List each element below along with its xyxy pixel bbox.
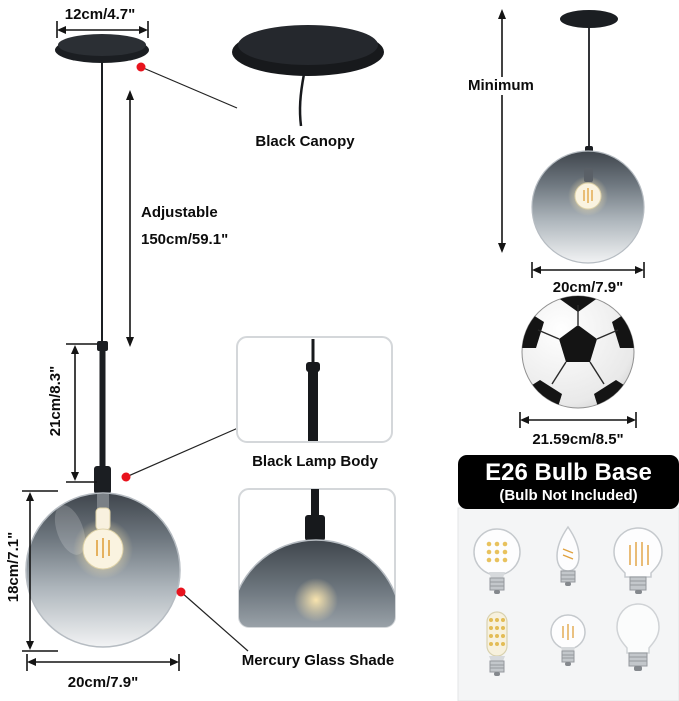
pendant-lamp-illustration: [25, 34, 181, 648]
minimum-pendant-illustration: [531, 10, 645, 264]
frosted-led-bulb-icon: [616, 603, 660, 671]
edison-filament-bulb-icon: [613, 527, 663, 594]
black-canopy-callout-label: Black Canopy: [255, 133, 355, 150]
canopy-callout-dot: [136, 62, 146, 72]
bulb-not-included-subtitle: (Bulb Not Included): [499, 487, 638, 504]
lamp-body-closeup: [236, 336, 393, 443]
lamp-body-callout-dot: [121, 472, 131, 482]
shade-height-label: 18cm/7.1": [5, 531, 22, 603]
shade-height-dimension-arrow: [22, 490, 58, 652]
shade-width-dimension-arrow: [26, 654, 180, 671]
bulb-panel: [457, 455, 679, 701]
e26-bulb-base-title: E26 Bulb Base: [485, 459, 652, 486]
mercury-glass-shade-callout-label: Mercury Glass Shade: [241, 652, 395, 669]
minimum-height-dimension-arrow: [498, 9, 506, 253]
canopy-width-label: 12cm/4.7": [64, 6, 136, 23]
globe-led-bulb-icon: [473, 528, 521, 594]
lamp-body-height-dimension-arrow: [66, 343, 97, 483]
candelabra-filament-bulb-icon: [556, 525, 580, 586]
inner-bulb: [73, 494, 133, 579]
shade-closeup: [238, 488, 396, 628]
adjustable-height-dimension-arrow: [126, 90, 134, 347]
e26-title-box: [458, 455, 679, 509]
shade-width-label: 20cm/7.9": [67, 674, 139, 691]
adjustable-label: Adjustable: [141, 204, 218, 221]
callout-leaders: [125, 66, 249, 652]
black-lamp-body-callout-label: Black Lamp Body: [252, 453, 378, 470]
mini-globe-filament-bulb-icon: [550, 614, 586, 666]
shade-callout-dot: [176, 587, 186, 597]
adjustable-value-label: 150cm/59.1": [141, 231, 229, 248]
minimum-shade-width-dimension-arrow: [531, 262, 645, 278]
ball-diameter-dimension-arrow: [519, 412, 637, 428]
lamp-body-height-label: 21cm/8.3": [47, 365, 64, 437]
minimum-shade-width-label: 20cm/7.9": [552, 279, 624, 296]
callout-dots: [121, 62, 186, 597]
canopy-width-dimension-arrow: [56, 21, 149, 38]
corn-led-bulb-icon: [486, 611, 508, 676]
minimum-label: Minimum: [466, 77, 536, 95]
ball-diameter-label: 21.59cm/8.5": [532, 431, 624, 448]
canopy-closeup: [232, 25, 384, 127]
